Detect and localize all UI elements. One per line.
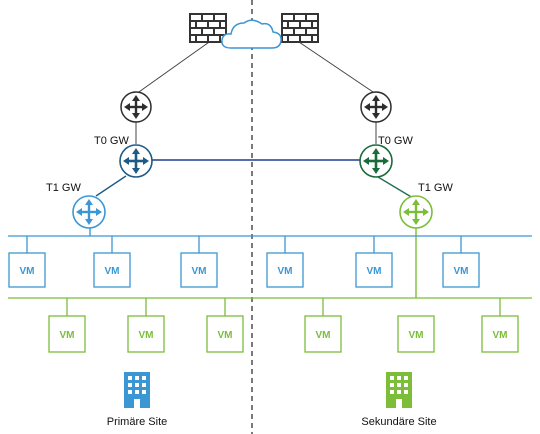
svg-text:VM: VM bbox=[278, 266, 293, 277]
green-segment bbox=[8, 297, 532, 316]
vm-box: VM bbox=[442, 252, 480, 288]
vm-row-green: VM VM VM VM VM VM bbox=[48, 315, 519, 353]
t1-router-icon bbox=[399, 195, 433, 229]
t1-gw-label-left: T1 GW bbox=[46, 182, 81, 194]
vm-box: VM bbox=[93, 252, 131, 288]
svg-text:VM: VM bbox=[192, 266, 207, 277]
svg-text:VM: VM bbox=[139, 330, 154, 341]
t0-router-icon bbox=[119, 144, 153, 178]
vm-box: VM bbox=[481, 315, 519, 353]
firewall-icon bbox=[189, 13, 227, 43]
svg-text:VM: VM bbox=[316, 330, 331, 341]
blue-segment bbox=[8, 235, 532, 253]
svg-text:VM: VM bbox=[218, 330, 233, 341]
vm-box: VM bbox=[266, 252, 304, 288]
vm-box: VM bbox=[355, 252, 393, 288]
cloud-icon bbox=[221, 19, 282, 49]
router-icon bbox=[120, 91, 152, 123]
t1-router-icon bbox=[72, 195, 106, 229]
links bbox=[89, 39, 417, 298]
primary-site-label: Primäre Site bbox=[107, 416, 168, 428]
building-icon bbox=[124, 372, 150, 408]
svg-text:VM: VM bbox=[105, 266, 120, 277]
vm-row-blue: VM VM VM VM VM VM bbox=[8, 252, 480, 288]
svg-text:VM: VM bbox=[493, 330, 508, 341]
vm-box: VM bbox=[304, 315, 342, 353]
svg-text:VM: VM bbox=[409, 330, 424, 341]
svg-text:VM: VM bbox=[20, 266, 35, 277]
vm-box: VM bbox=[397, 315, 435, 353]
router-icon bbox=[360, 91, 392, 123]
vm-box: VM bbox=[180, 252, 218, 288]
secondary-site-label: Sekundäre Site bbox=[361, 416, 436, 428]
t0-gw-label-right: T0 GW bbox=[378, 135, 413, 147]
svg-text:VM: VM bbox=[60, 330, 75, 341]
vm-box: VM bbox=[206, 315, 244, 353]
t1-gw-label-right: T1 GW bbox=[418, 182, 453, 194]
vm-box: VM bbox=[48, 315, 86, 353]
t0-gw-label-left: T0 GW bbox=[94, 135, 129, 147]
t0-router-icon bbox=[359, 144, 393, 178]
vm-box: VM bbox=[8, 252, 46, 288]
firewall-icon bbox=[281, 13, 319, 43]
vm-box: VM bbox=[127, 315, 165, 353]
svg-text:VM: VM bbox=[454, 266, 469, 277]
building-icon bbox=[386, 372, 412, 408]
svg-text:VM: VM bbox=[367, 266, 382, 277]
